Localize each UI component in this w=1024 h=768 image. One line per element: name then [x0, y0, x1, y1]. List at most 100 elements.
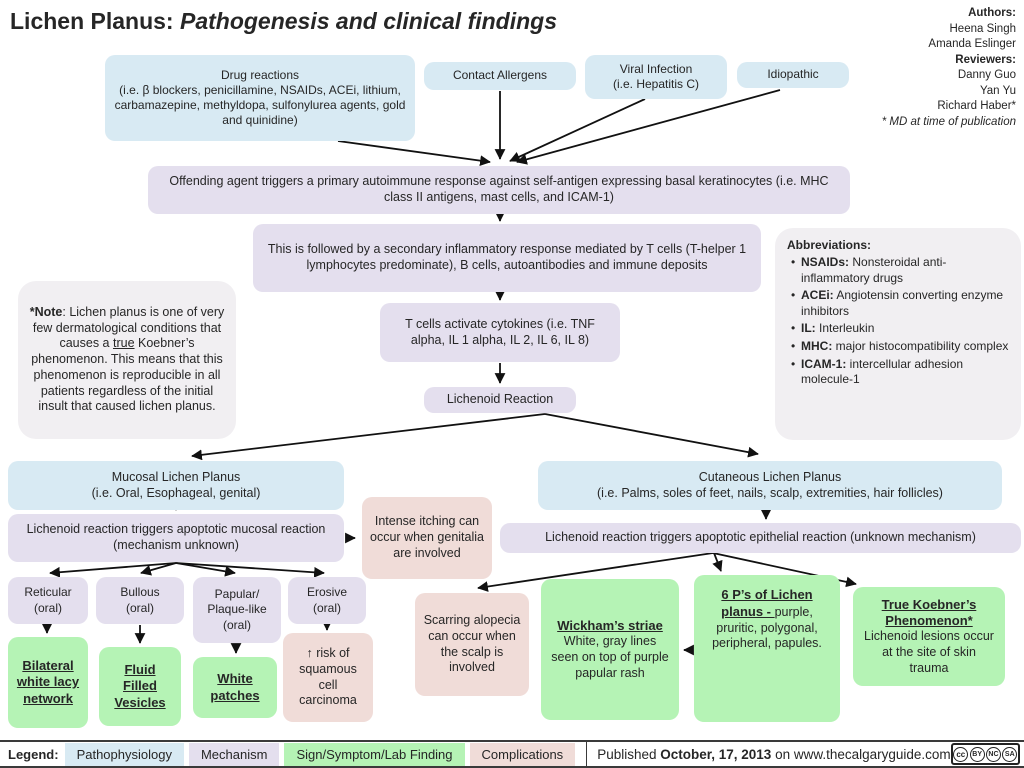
- abbr-def: Nonsteroidal anti-inflammatory drugs: [801, 255, 947, 285]
- cause-drug-line1: Drug reactions: [220, 67, 300, 82]
- abbr-def: intercellular adhesion molecule-1: [801, 356, 964, 387]
- abbr-term: ICAM-1:: [801, 356, 847, 371]
- arrow-lichenoid-to-cutaneous: [544, 413, 759, 458]
- cytokines-box: T cells activate cytokines (i.e. TNF alp…: [380, 303, 620, 362]
- subtype-line: Bullous: [120, 585, 160, 600]
- abbr-term: ACEi:: [801, 288, 834, 303]
- title-subtitle: Pathogenesis and clinical findings: [179, 8, 558, 34]
- note-bold-prefix: *Note: [29, 304, 63, 319]
- finding-fluid-filled-vesicles-box: Fluid Filled Vesicles: [99, 647, 181, 726]
- intense-itching-box: Intense itching can occur when genitalia…: [362, 497, 492, 579]
- legend-item-pathophysiology: Pathophysiology: [64, 742, 184, 766]
- abbr-term: IL:: [801, 321, 816, 336]
- finding-fluid-text: Fluid Filled Vesicles: [114, 661, 166, 710]
- koebner-note-box: *Note: Lichen planus is one of very few …: [18, 281, 236, 439]
- reviewer-name: Richard Haber*: [937, 100, 1016, 112]
- mucosal-mechanism-box: Lichenoid reaction triggers apoptotic mu…: [8, 514, 344, 562]
- cutaneous-title-line1: Cutaneous Lichen Planus: [698, 469, 842, 484]
- lichenoid-reaction-text: Lichenoid Reaction: [446, 392, 554, 407]
- abbr-term: MHC:: [801, 339, 833, 354]
- primary-response-text: Offending agent triggers a primary autoi…: [169, 174, 829, 204]
- arrow-to-papular: [175, 562, 236, 577]
- legend-divider: [586, 740, 588, 768]
- abbreviation-item: ACEi: Angiotensin converting enzyme inhi…: [791, 288, 1011, 319]
- arrow-drug-to-primary: [337, 140, 491, 166]
- complication-scarring-alopecia-box: Scarring alopecia can occur when the sca…: [415, 593, 529, 696]
- page-title: Lichen Planus: Pathogenesis and clinical…: [10, 8, 557, 35]
- legend-item-sign-symptom: Sign/Symptom/Lab Finding: [284, 742, 465, 766]
- secondary-response-box: This is followed by a secondary inflamma…: [253, 224, 761, 292]
- finding-six-ps-body: purple, pruritic, polygonal, peripheral,…: [712, 604, 822, 651]
- published-text: Published October, 17, 2013 on www.theca…: [597, 747, 950, 762]
- subtype-line: (oral): [33, 600, 62, 615]
- subtype-line: (oral): [312, 600, 341, 615]
- complication-scc-text: ↑ risk of squamous cell carcinoma: [299, 646, 357, 708]
- finding-true-koebner-box: True Koebner’s Phenomenon* Lichenoid les…: [853, 587, 1005, 686]
- lichenoid-reaction-box: Lichenoid Reaction: [424, 387, 576, 413]
- arrow-viral-to-primary: [509, 98, 646, 162]
- abbreviation-item: ICAM-1: intercellular adhesion molecule-…: [791, 357, 1011, 388]
- cc-nc-icon: NC: [985, 746, 1001, 762]
- mucosal-title-line1: Mucosal Lichen Planus: [111, 469, 241, 484]
- cause-drug-reactions: Drug reactions (i.e. β blockers, penicil…: [105, 55, 415, 141]
- legend-bar: Legend: Pathophysiology Mechanism Sign/S…: [0, 740, 1024, 768]
- abbreviation-item: NSAIDs: Nonsteroidal anti-inflammatory d…: [791, 255, 1011, 286]
- koebner-note-text: *Note: Lichen planus is one of very few …: [26, 305, 228, 415]
- subtype-reticular-box: Reticular (oral): [8, 577, 88, 624]
- cutaneous-title-line2: (i.e. Palms, soles of feet, nails, scalp…: [597, 485, 943, 500]
- mucosal-mechanism-text: Lichenoid reaction triggers apoptotic mu…: [26, 522, 326, 552]
- abbr-def: Angiotensin converting enzyme inhibitors: [801, 288, 1004, 318]
- subtype-bullous-box: Bullous (oral): [96, 577, 184, 624]
- complication-scarring-text: Scarring alopecia can occur when the sca…: [423, 613, 521, 675]
- subtype-line: (oral): [125, 600, 154, 615]
- cc-license-badge: cc BY NC SA: [950, 743, 1020, 765]
- title-main: Lichen Planus:: [10, 8, 180, 34]
- author-name: Amanda Eslinger: [928, 38, 1016, 50]
- abbreviation-item: IL: Interleukin: [791, 321, 1011, 337]
- legend-item-complications: Complications: [469, 742, 576, 766]
- reviewer-name: Yan Yu: [979, 84, 1016, 97]
- reviewers-label: Reviewers:: [955, 53, 1016, 66]
- cytokines-text: T cells activate cytokines (i.e. TNF alp…: [405, 316, 595, 347]
- finding-bilateral-text: Bilateral white lacy network: [16, 657, 80, 706]
- abbreviations-box: Abbreviations: NSAIDs: Nonsteroidal anti…: [775, 228, 1021, 440]
- finding-wickhams-striae-box: Wickham’s striae White, gray lines seen …: [541, 579, 679, 720]
- arrow-idiopathic-to-primary: [516, 89, 781, 165]
- subtype-papular-box: Papular/ Plaque-like (oral): [193, 577, 281, 643]
- subtype-line: Reticular: [24, 585, 72, 600]
- cause-idiopathic: Idiopathic: [737, 62, 849, 88]
- cause-viral-line1: Viral Infection: [619, 61, 693, 76]
- cause-contact-allergens: Contact Allergens: [424, 62, 576, 90]
- cause-viral-line2: (i.e. Hepatitis C): [612, 77, 700, 91]
- legend-item-mechanism: Mechanism: [188, 742, 280, 766]
- arrow-to-bullous: [140, 562, 177, 576]
- author-name: Heena Singh: [949, 22, 1017, 35]
- finding-koebner-title: True Koebner’s Phenomenon*: [881, 596, 977, 628]
- finding-bilateral-white-lacy-network-box: Bilateral white lacy network: [8, 637, 88, 728]
- published-url: on www.thecalgaryguide.com: [771, 746, 951, 762]
- credits-block: Authors: Heena Singh Amanda Eslinger Rev…: [882, 6, 1016, 130]
- mucosal-title-line2: (i.e. Oral, Esophageal, genital): [91, 485, 261, 500]
- published-prefix: Published: [597, 746, 661, 762]
- complication-scc-box: ↑ risk of squamous cell carcinoma: [283, 633, 373, 722]
- finding-koebner-body: Lichenoid lesions occur at the site of s…: [864, 629, 994, 675]
- abbreviations-title: Abbreviations:: [787, 238, 872, 252]
- abbreviation-item: MHC: major histocompatibility complex: [791, 339, 1011, 355]
- cc-icon: cc: [953, 746, 969, 762]
- primary-response-box: Offending agent triggers a primary autoi…: [148, 166, 850, 214]
- note-underlined-word: true: [112, 336, 135, 351]
- intense-itching-text: Intense itching can occur when genitalia…: [370, 514, 484, 560]
- subtype-line: Papular/: [214, 587, 260, 602]
- subtype-erosive-box: Erosive (oral): [288, 577, 366, 624]
- finding-white-patches-box: White patches: [193, 657, 277, 718]
- cutaneous-lp-box: Cutaneous Lichen Planus (i.e. Palms, sol…: [538, 461, 1002, 510]
- cause-viral-infection: Viral Infection (i.e. Hepatitis C): [585, 55, 727, 99]
- finding-white-patches-text: White patches: [210, 671, 260, 703]
- mucosal-lp-box: Mucosal Lichen Planus (i.e. Oral, Esopha…: [8, 461, 344, 510]
- cc-by-icon: BY: [969, 746, 985, 762]
- cutaneous-mechanism-text: Lichenoid reaction triggers apoptotic ep…: [545, 530, 976, 545]
- finding-six-ps-box: 6 P’s of Lichen planus - purple, pruriti…: [694, 575, 840, 722]
- subtype-line: Plaque-like: [207, 602, 267, 617]
- arrow-to-erosive: [175, 562, 325, 578]
